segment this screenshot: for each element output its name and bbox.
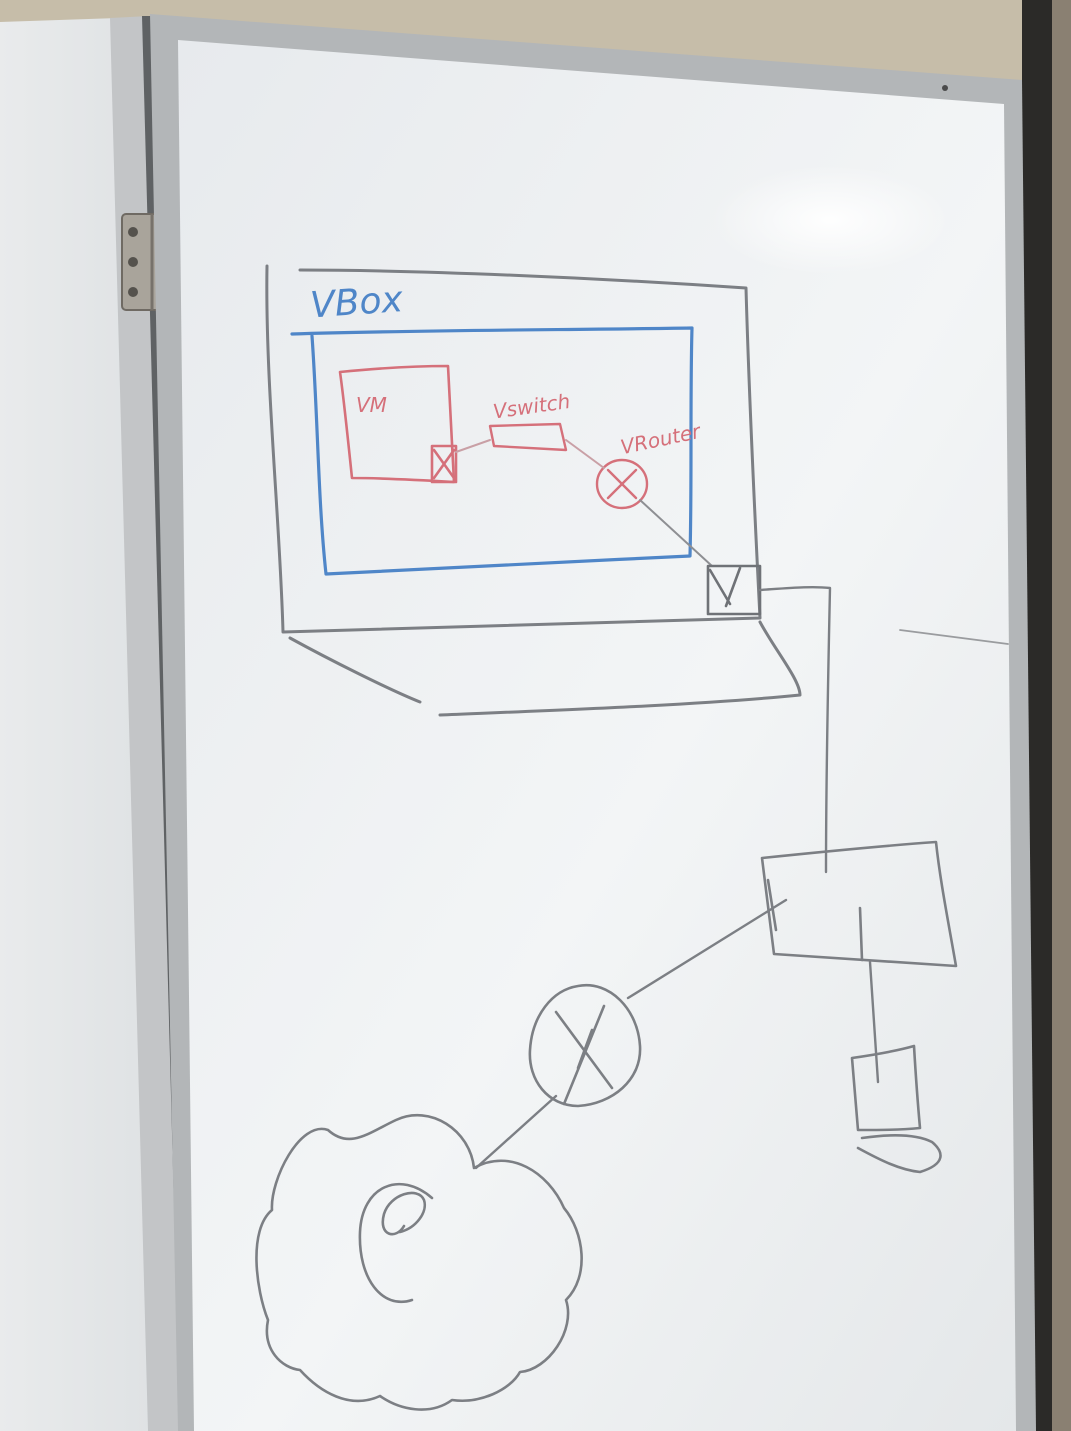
vrouter-drawing bbox=[595, 458, 649, 510]
pc-drawing bbox=[850, 1044, 942, 1174]
right-wall-edge bbox=[1052, 0, 1071, 1431]
left-panel-frame bbox=[110, 16, 188, 1431]
left-whiteboard-panel bbox=[0, 18, 150, 1431]
host-uplink-cable bbox=[758, 585, 832, 874]
virtual-link-lines bbox=[455, 439, 713, 567]
light-glare bbox=[710, 165, 950, 275]
physical-router-drawing bbox=[528, 983, 642, 1108]
switch-to-router-cable bbox=[626, 898, 788, 1000]
at-sign-icon bbox=[358, 1182, 434, 1304]
physical-switch-drawing bbox=[760, 840, 958, 968]
frame-screw bbox=[942, 85, 948, 91]
vm-label: VM bbox=[356, 393, 387, 417]
vbox-label: VBox bbox=[309, 279, 405, 326]
internet-cloud-drawing bbox=[255, 1114, 583, 1411]
stray-line bbox=[899, 629, 1009, 645]
laptop-host-drawing bbox=[265, 264, 802, 717]
whiteboard-surface bbox=[178, 40, 1016, 1431]
vbox-screen-drawing bbox=[290, 326, 694, 576]
switch-to-pc-cable bbox=[868, 960, 880, 1084]
vswitch-drawing bbox=[488, 422, 568, 452]
vm-box-drawing bbox=[338, 364, 458, 484]
router-to-internet-cable bbox=[474, 1094, 558, 1170]
